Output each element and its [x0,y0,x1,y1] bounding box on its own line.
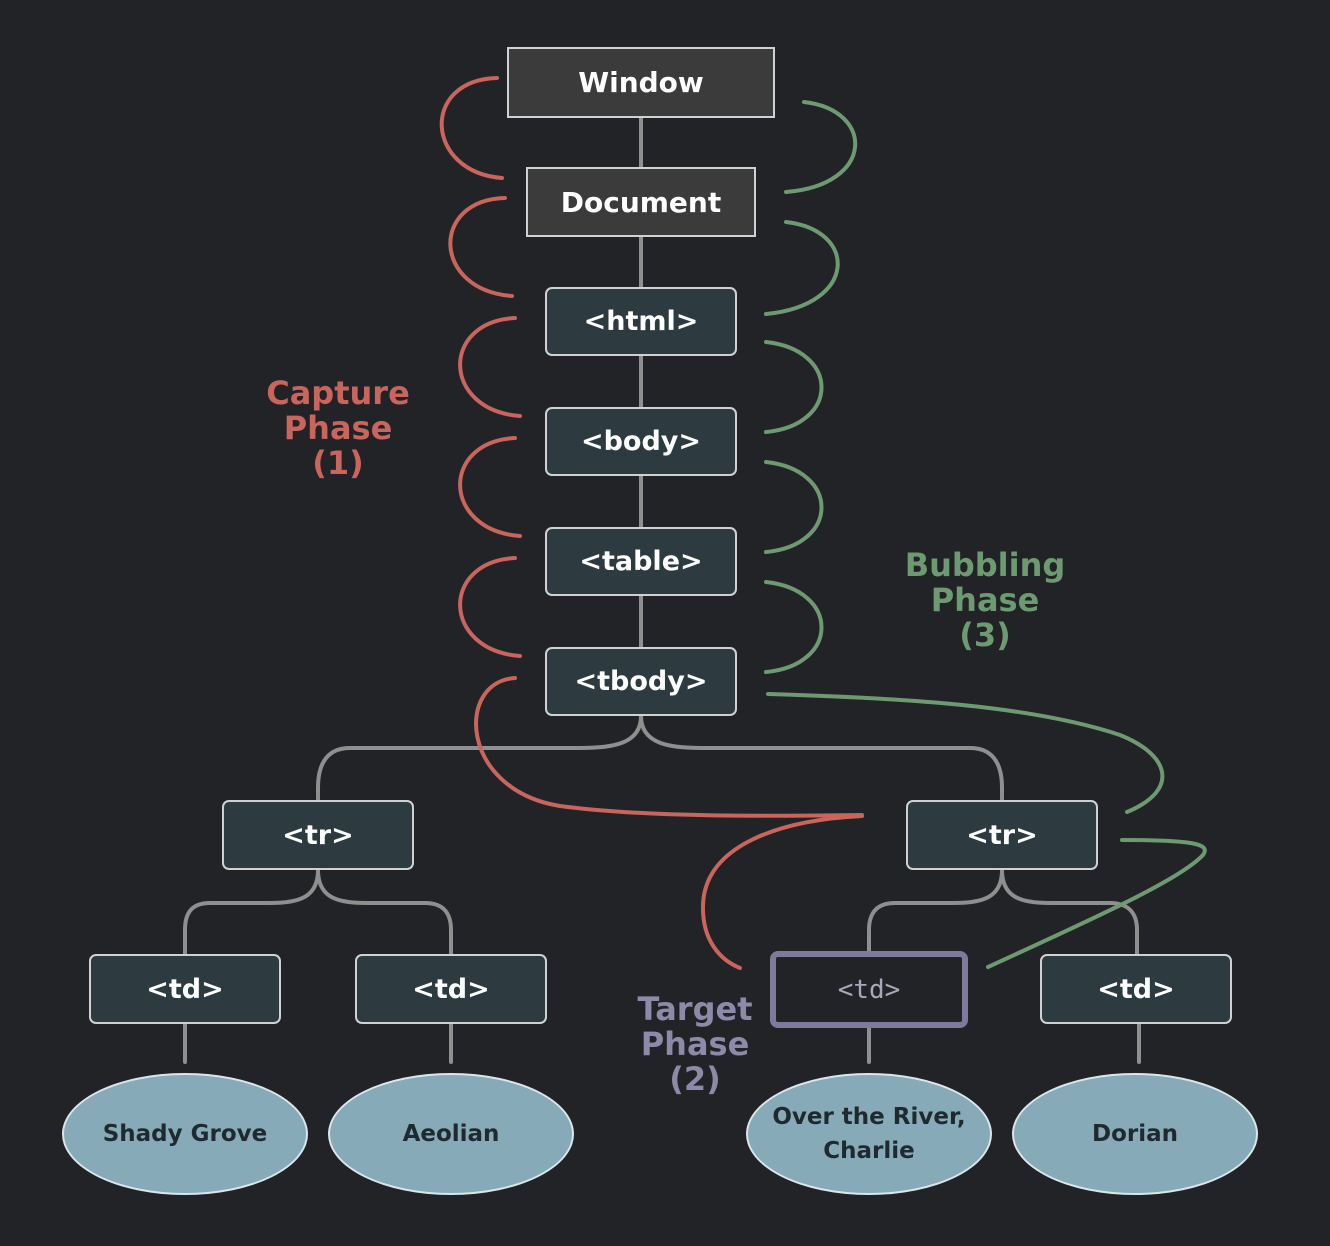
capture-phase-label: Capture Phase (1) [266,374,410,482]
body-node: <body> [545,407,737,476]
capture-arc-1 [439,76,504,180]
connector-tr-left-td-1 [183,868,320,957]
td-node-4: <td> [1040,954,1232,1024]
connector-tr-right-td-4 [1000,868,1139,957]
td-node-1: <td> [89,954,281,1024]
capture-arc-7 [700,814,864,970]
leaf-shady-grove: Shady Grove [62,1073,308,1195]
bubbling-arc-7 [784,100,857,194]
leaf-dorian: Dorian [1012,1073,1258,1195]
bubbling-arrows [764,100,1207,969]
window-node: Window [507,47,775,118]
bubbling-arc-2 [766,692,1165,814]
connector-tr-right-td-target [867,868,1004,957]
bubbling-arc-3 [764,580,824,674]
connector-tbody-tr-right [639,714,1004,802]
bubbling-arc-5 [764,340,824,434]
tbody-node: <tbody> [545,647,737,716]
td-node-2: <td> [355,954,547,1024]
capture-arrows [439,76,864,970]
connector-tbody-tr-left [316,714,643,802]
leaf-over-the-river-charlie: Over the River, Charlie [746,1073,992,1195]
table-node: <table> [545,527,737,596]
td-target-node: <td> [770,951,968,1028]
bubbling-phase-label: Bubbling Phase (3) [904,546,1066,654]
target-phase-label: Target Phase (2) [637,990,753,1098]
tr-right-node: <tr> [906,800,1098,870]
bubbling-arc-4 [764,460,824,554]
tree-connectors [183,116,1141,1064]
document-node: Document [526,167,756,237]
bubbling-arc-1 [986,838,1207,969]
capture-arc-3 [458,316,522,418]
capture-arc-2 [448,196,514,298]
capture-arc-4 [458,436,522,538]
bubbling-arc-6 [764,220,840,316]
html-node: <html> [545,287,737,356]
tr-left-node: <tr> [222,800,414,870]
capture-arc-5 [458,556,522,658]
leaf-aeolian: Aeolian [328,1073,574,1195]
connector-tr-left-td-2 [316,868,453,957]
capture-arc-6 [474,676,864,818]
